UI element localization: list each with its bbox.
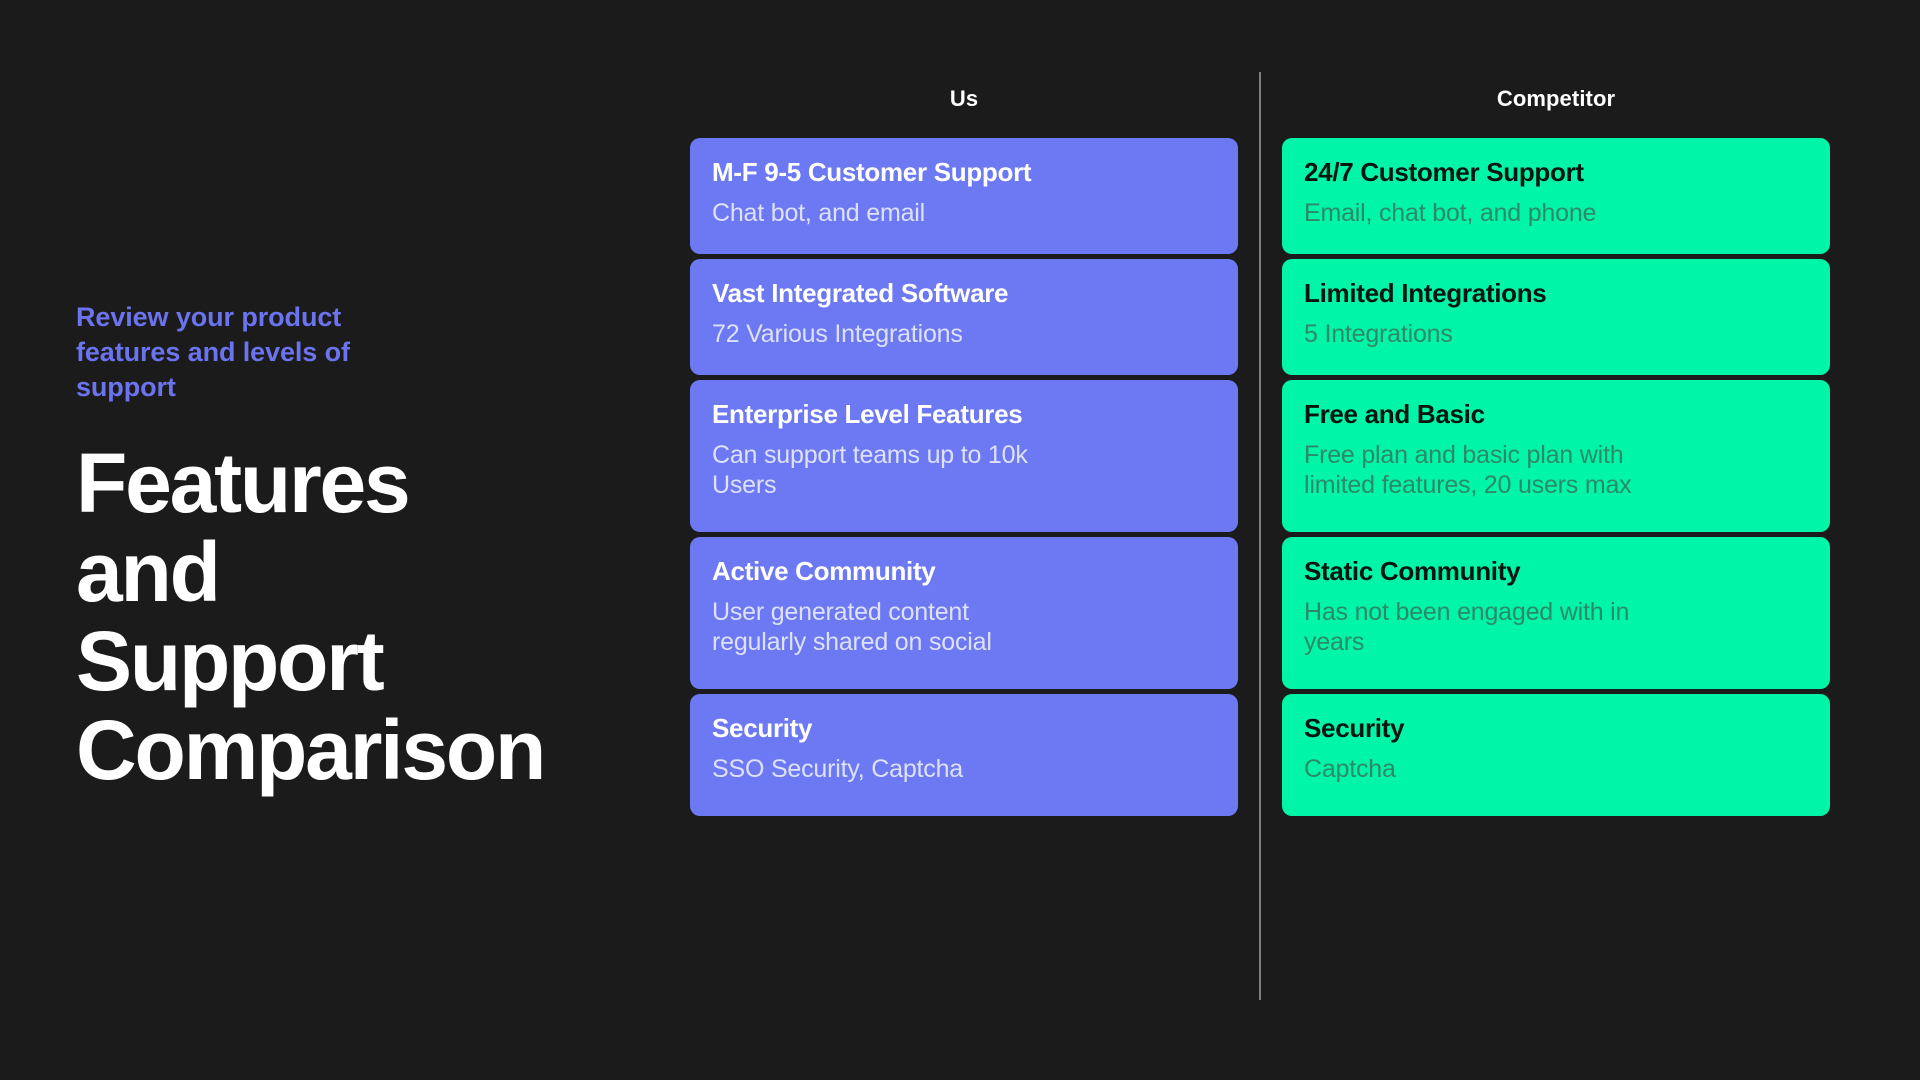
- feature-card-competitor-plans[interactable]: Free and Basic Free plan and basic plan …: [1282, 380, 1830, 532]
- feature-card-us-integrations[interactable]: Vast Integrated Software 72 Various Inte…: [690, 259, 1238, 375]
- feature-card-us-community[interactable]: Active Community User generated content …: [690, 537, 1238, 689]
- column-divider: [1259, 72, 1261, 1000]
- card-subtitle: Email, chat bot, and phone: [1304, 198, 1597, 227]
- card-subtitle: 5 Integrations: [1304, 319, 1453, 348]
- card-title: Enterprise Level Features: [712, 399, 1023, 429]
- card-subtitle: SSO Security, Captcha: [712, 754, 964, 783]
- card-subtitle: User generated content regularly shared …: [712, 597, 992, 657]
- card-title: M-F 9-5 Customer Support: [712, 157, 1032, 187]
- column-header-us: Us: [949, 86, 979, 111]
- feature-card-competitor-security[interactable]: Security Captcha: [1282, 694, 1830, 816]
- card-column-us: M-F 9-5 Customer Support Chat bot, and e…: [690, 138, 1238, 816]
- card-title: Vast Integrated Software: [712, 278, 1009, 308]
- eyebrow-text: Review your product features and levels …: [76, 302, 350, 403]
- card-subtitle: Can support teams up to 10k Users: [712, 440, 1028, 500]
- card-subtitle: Free plan and basic plan with limited fe…: [1304, 440, 1632, 500]
- card-subtitle: Has not been engaged with in years: [1304, 597, 1630, 657]
- card-title: Limited Integrations: [1304, 278, 1547, 308]
- card-subtitle: Captcha: [1304, 754, 1396, 783]
- card-subtitle: Chat bot, and email: [712, 198, 925, 227]
- card-title: Security: [712, 713, 813, 743]
- card-title: Security: [1304, 713, 1405, 743]
- feature-card-us-enterprise[interactable]: Enterprise Level Features Can support te…: [690, 380, 1238, 532]
- column-header-competitor: Competitor: [1496, 86, 1616, 111]
- intro-text-block: Review your product features and levels …: [76, 300, 596, 795]
- feature-card-competitor-integrations[interactable]: Limited Integrations 5 Integrations: [1282, 259, 1830, 375]
- card-title: Free and Basic: [1304, 399, 1485, 429]
- card-title: Static Community: [1304, 556, 1521, 586]
- card-subtitle: 72 Various Integrations: [712, 319, 963, 348]
- feature-card-us-security[interactable]: Security SSO Security, Captcha: [690, 694, 1238, 816]
- feature-card-competitor-support[interactable]: 24/7 Customer Support Email, chat bot, a…: [1282, 138, 1830, 254]
- feature-card-competitor-community[interactable]: Static Community Has not been engaged wi…: [1282, 537, 1830, 689]
- page-title: Features and Support Comparison: [76, 436, 546, 798]
- card-column-competitor: 24/7 Customer Support Email, chat bot, a…: [1282, 138, 1830, 816]
- card-title: Active Community: [712, 556, 936, 586]
- card-title: 24/7 Customer Support: [1304, 157, 1584, 187]
- feature-card-us-support[interactable]: M-F 9-5 Customer Support Chat bot, and e…: [690, 138, 1238, 254]
